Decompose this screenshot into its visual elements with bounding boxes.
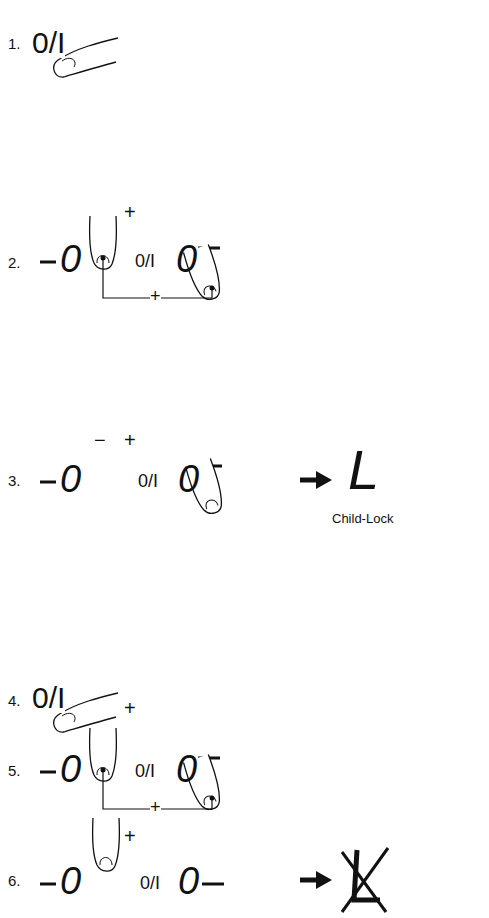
power-key: 0/I [135, 762, 155, 780]
step-number: 4. [8, 693, 21, 708]
step-number: 1. [8, 36, 21, 51]
key-sign: + [124, 202, 136, 222]
display-symbol: L [348, 442, 379, 498]
finger [93, 818, 120, 871]
step-number: 5. [8, 763, 21, 778]
key-sign: + [150, 798, 161, 816]
symbol-caption: Child-Lock [332, 512, 393, 525]
key-sign: − [94, 430, 106, 450]
minus-key [40, 883, 56, 886]
arrow-head [316, 471, 332, 489]
power-key: 0/I [135, 252, 155, 270]
display-digit: 0 [60, 750, 81, 788]
key-sign: + [124, 826, 136, 846]
arrow [300, 478, 318, 483]
display-digit: 0 [176, 750, 197, 788]
step-number: 6. [8, 873, 21, 888]
arrow [300, 878, 318, 883]
power-key: 0/I [32, 683, 65, 713]
power-key: 0/I [32, 28, 65, 58]
display-digit: 0 [176, 240, 197, 278]
display-digit: 0 [178, 460, 199, 498]
display-digit: 0 [60, 460, 81, 498]
display-digit: 0 [60, 240, 81, 278]
lock-off-symbol [342, 848, 388, 912]
key-sign: + [124, 698, 136, 718]
step-number: 2. [8, 255, 21, 270]
key-sign: + [124, 430, 136, 450]
minus-key [40, 481, 56, 484]
key-sign: + [150, 287, 161, 305]
step-number: 3. [8, 473, 21, 488]
minus-key [40, 261, 56, 264]
power-key: 0/I [138, 472, 158, 490]
plus-key [202, 883, 224, 886]
arrow-head [316, 871, 332, 889]
power-key: 0/I [140, 874, 160, 892]
minus-key [40, 771, 56, 774]
display-digit: 0 [60, 862, 81, 900]
display-digit: 0 [178, 862, 199, 900]
